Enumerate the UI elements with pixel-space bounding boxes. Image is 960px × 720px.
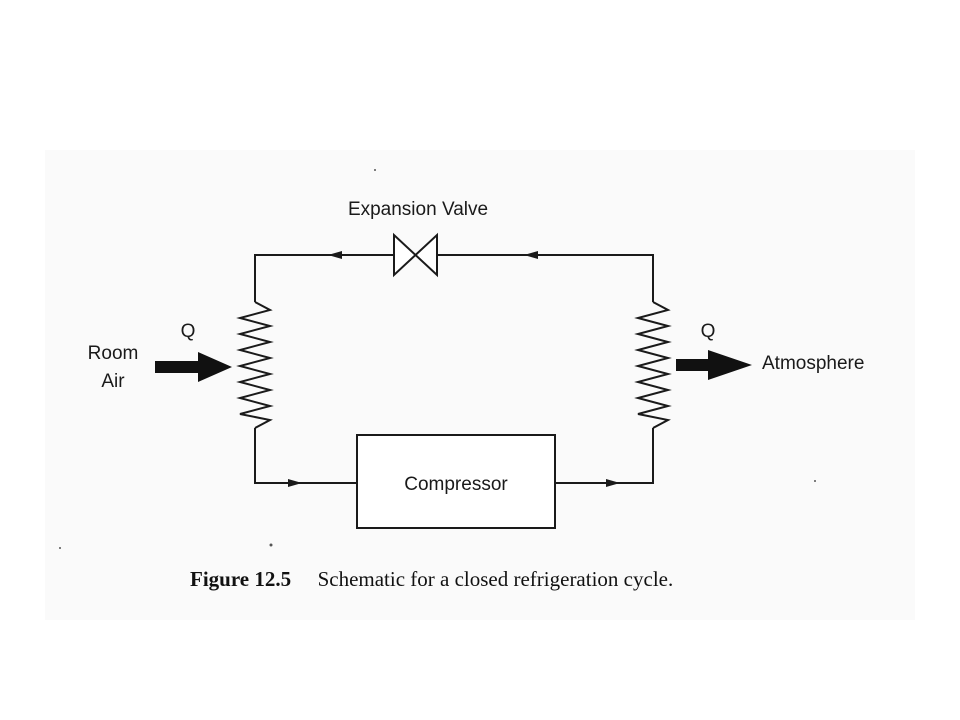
- heat-in-q-label: Q: [181, 321, 196, 342]
- flow-arrows: [288, 251, 620, 487]
- expansion-valve-label: Expansion Valve: [348, 199, 488, 220]
- flow-arrow-left-top: [328, 251, 342, 259]
- condenser-coil-icon: [634, 301, 672, 429]
- heat-out-q-label: Q: [701, 321, 716, 342]
- evaporator-coil-icon: [236, 301, 274, 429]
- flow-arrow-left-bottom: [288, 479, 302, 487]
- compressor-box: [356, 434, 556, 529]
- figure-caption-text: Schematic for a closed refrigeration cyc…: [318, 567, 674, 591]
- figure-caption: Figure 12.5 Schematic for a closed refri…: [190, 567, 673, 591]
- scan-specks: [59, 169, 816, 549]
- compressor-label: Compressor: [404, 474, 508, 495]
- figure-number: Figure 12.5: [190, 567, 291, 591]
- flow-arrow-right-top: [524, 251, 538, 259]
- top-pipe: [254, 254, 654, 302]
- scan-page: [45, 150, 915, 620]
- flow-arrow-right-bottom: [606, 479, 620, 487]
- expansion-valve-icon: [393, 232, 438, 278]
- heat-out-arrow-icon: [676, 350, 752, 380]
- air-label: Air: [101, 371, 125, 392]
- bottom-pipe: [254, 428, 654, 484]
- heat-in-arrow-icon: [155, 352, 232, 382]
- atmosphere-label: Atmosphere: [762, 353, 864, 374]
- room-label: Room: [88, 343, 139, 364]
